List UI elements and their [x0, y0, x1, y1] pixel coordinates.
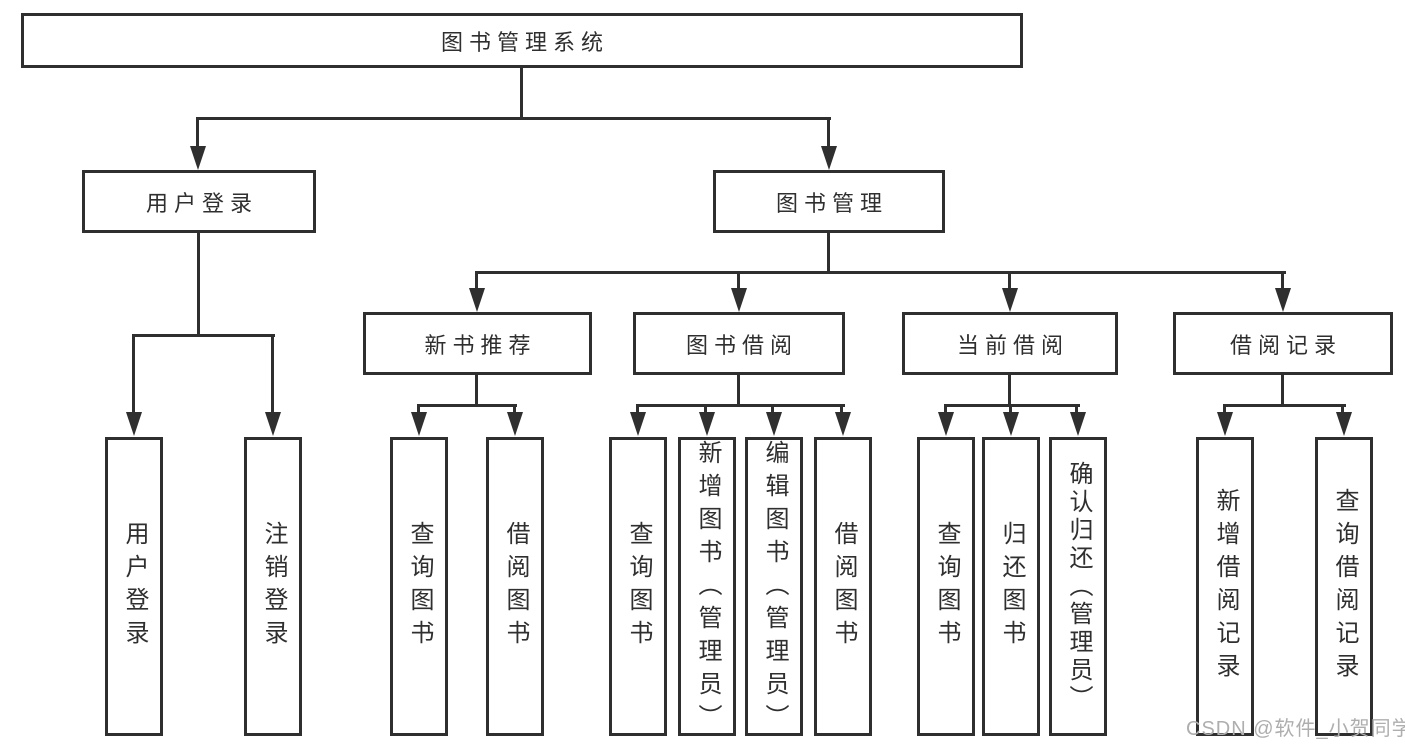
connector-line — [944, 404, 1080, 407]
node-book-management: 图书管理 — [713, 170, 945, 233]
leaf-query-books-1: 查询图书 — [390, 437, 448, 736]
arrow-down-icon — [1003, 412, 1019, 436]
arrow-down-icon — [190, 146, 206, 170]
arrow-down-icon — [1336, 412, 1352, 436]
arrow-down-icon — [731, 288, 747, 312]
node-new-book-recommend: 新书推荐 — [363, 312, 592, 375]
connector-line — [1009, 404, 1012, 416]
connector-line — [196, 117, 199, 147]
watermark-text: CSDN @软件_小贺同学 — [1186, 718, 1405, 740]
connector-line — [417, 404, 517, 407]
leaf-user-login: 用户登录 — [105, 437, 163, 736]
arrow-down-icon — [1217, 412, 1233, 436]
node-book-borrowing: 图书借阅 — [633, 312, 845, 375]
connector-line — [840, 404, 843, 416]
arrow-down-icon — [1002, 288, 1018, 312]
connector-line — [513, 404, 516, 416]
connector-line — [417, 404, 420, 416]
arrow-down-icon — [630, 412, 646, 436]
connector-line — [827, 233, 830, 274]
leaf-edit-book-admin: 编辑图书（管理员） — [745, 437, 803, 737]
node-library-management-system: 图书管理系统 — [21, 13, 1023, 68]
leaf-borrow-books-2: 借阅图书 — [814, 437, 872, 736]
connector-line — [1281, 271, 1284, 291]
arrow-down-icon — [699, 412, 715, 436]
connector-line — [1008, 271, 1011, 291]
arrow-down-icon — [507, 412, 523, 436]
connector-line — [132, 334, 135, 414]
arrow-down-icon — [1275, 288, 1291, 312]
connector-line — [1281, 375, 1284, 407]
arrow-down-icon — [126, 412, 142, 436]
connector-line — [475, 271, 478, 291]
arrow-down-icon — [821, 146, 837, 170]
connector-line — [704, 404, 707, 416]
arrow-down-icon — [766, 412, 782, 436]
connector-line — [1223, 404, 1346, 407]
connector-line — [1223, 404, 1226, 416]
leaf-query-borrow-record: 查询借阅记录 — [1315, 437, 1373, 736]
leaf-confirm-return-admin: 确认归还（管理员） — [1049, 437, 1107, 736]
connector-line — [520, 66, 523, 120]
connector-line — [771, 404, 774, 416]
leaf-return-book: 归还图书 — [982, 437, 1040, 736]
leaf-logout: 注销登录 — [244, 437, 302, 736]
connector-line — [271, 334, 274, 414]
connector-line — [827, 117, 830, 147]
leaf-add-book-admin: 新增图书（管理员） — [678, 437, 736, 737]
leaf-add-borrow-record: 新增借阅记录 — [1196, 437, 1254, 736]
arrow-down-icon — [265, 412, 281, 436]
connector-line — [636, 404, 845, 407]
connector-line — [196, 117, 831, 120]
connector-line — [1341, 404, 1344, 416]
arrow-down-icon — [1070, 412, 1086, 436]
connector-line — [132, 334, 275, 337]
connector-line — [636, 404, 639, 416]
arrow-down-icon — [411, 412, 427, 436]
leaf-query-books-3: 查询图书 — [917, 437, 975, 736]
connector-line — [475, 375, 478, 407]
connector-line — [737, 375, 740, 407]
connector-line — [1008, 375, 1011, 407]
connector-line — [197, 233, 200, 337]
node-borrowing-records: 借阅记录 — [1173, 312, 1393, 375]
arrow-down-icon — [835, 412, 851, 436]
node-current-borrowing: 当前借阅 — [902, 312, 1118, 375]
leaf-borrow-books-1: 借阅图书 — [486, 437, 544, 736]
connector-line — [1075, 404, 1078, 416]
connector-line — [737, 271, 740, 291]
arrow-down-icon — [938, 412, 954, 436]
leaf-query-books-2: 查询图书 — [609, 437, 667, 736]
node-user-login: 用户登录 — [82, 170, 316, 233]
arrow-down-icon — [469, 288, 485, 312]
connector-line — [944, 404, 947, 416]
connector-line — [475, 271, 1286, 274]
